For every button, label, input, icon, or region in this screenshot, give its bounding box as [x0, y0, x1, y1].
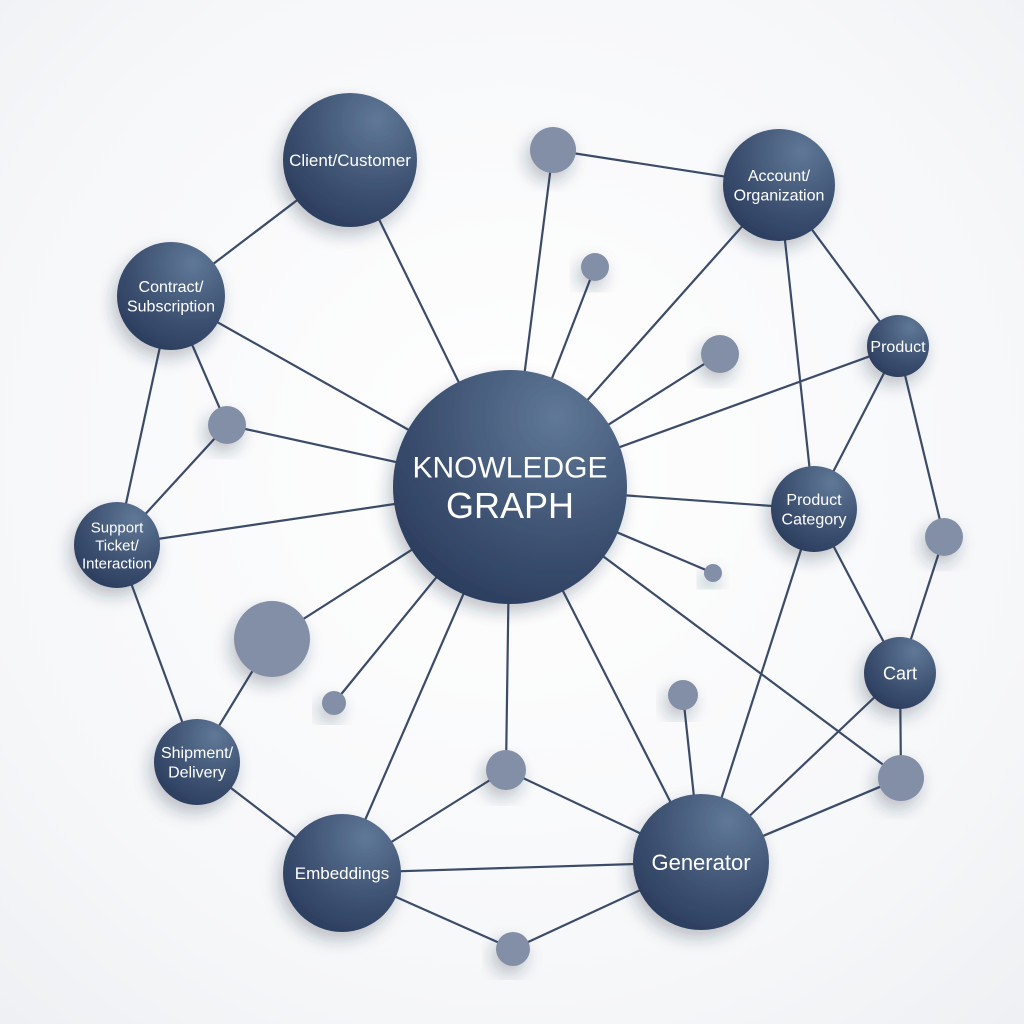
small-node-circle[interactable]	[322, 691, 346, 715]
node-label: Delivery	[168, 764, 226, 781]
node-circle[interactable]	[633, 794, 769, 930]
node-circle[interactable]	[154, 719, 240, 805]
small-node-circle[interactable]	[878, 755, 924, 801]
node-label: Organization	[734, 187, 825, 204]
node-product[interactable]: Product	[867, 315, 929, 377]
node-circle[interactable]	[117, 242, 225, 350]
node-label: Category	[782, 511, 847, 528]
node-contract[interactable]: Contract/Subscription	[117, 242, 225, 350]
small-node-circle[interactable]	[701, 335, 739, 373]
small-node-circle[interactable]	[530, 127, 576, 173]
node-s5[interactable]	[925, 518, 963, 556]
node-circle[interactable]	[867, 315, 929, 377]
node-label: Product	[870, 339, 926, 356]
node-s1[interactable]	[530, 127, 576, 173]
node-generator[interactable]: Generator	[633, 794, 769, 930]
node-s3[interactable]	[701, 335, 739, 373]
node-embeddings[interactable]: Embeddings	[283, 814, 401, 932]
node-s11[interactable]	[878, 755, 924, 801]
small-node-circle[interactable]	[496, 932, 530, 966]
node-label: Subscription	[127, 298, 215, 315]
node-label: Interaction	[82, 555, 152, 572]
node-label: Ticket/	[95, 537, 139, 554]
node-s10[interactable]	[486, 750, 526, 790]
node-circle[interactable]	[393, 370, 627, 604]
nodes-layer: KNOWLEDGEGRAPHClient/CustomerAccount/Org…	[74, 93, 963, 966]
node-client[interactable]: Client/Customer	[283, 93, 417, 227]
node-shipment[interactable]: Shipment/Delivery	[154, 719, 240, 805]
node-circle[interactable]	[723, 129, 835, 241]
small-node-circle[interactable]	[208, 406, 246, 444]
node-circle[interactable]	[74, 502, 160, 588]
node-label: Cart	[883, 663, 917, 683]
node-s7[interactable]	[234, 601, 310, 677]
small-node-circle[interactable]	[581, 253, 609, 281]
node-cart[interactable]: Cart	[864, 637, 936, 709]
node-account[interactable]: Account/Organization	[723, 129, 835, 241]
small-node-circle[interactable]	[668, 680, 698, 710]
node-circle[interactable]	[283, 93, 417, 227]
node-label: Client/Customer	[289, 151, 411, 170]
edge-product-s5	[896, 345, 946, 538]
node-s9[interactable]	[668, 680, 698, 710]
node-s4[interactable]	[208, 406, 246, 444]
node-s2[interactable]	[581, 253, 609, 281]
node-label: Product	[786, 492, 842, 509]
node-s8[interactable]	[322, 691, 346, 715]
node-label: Contract/	[139, 279, 204, 296]
node-s6[interactable]	[704, 564, 722, 582]
node-circle[interactable]	[283, 814, 401, 932]
node-label: Account/	[748, 168, 811, 185]
node-label: Shipment/	[161, 745, 234, 762]
node-label: Embeddings	[295, 864, 390, 883]
small-node-circle[interactable]	[704, 564, 722, 582]
node-s12[interactable]	[496, 932, 530, 966]
node-label: GRAPH	[446, 485, 574, 526]
node-circle[interactable]	[771, 466, 857, 552]
node-label: Generator	[651, 850, 750, 875]
node-circle[interactable]	[864, 637, 936, 709]
node-label: Support	[91, 519, 144, 536]
small-node-circle[interactable]	[486, 750, 526, 790]
node-label: KNOWLEDGE	[412, 452, 607, 485]
small-node-circle[interactable]	[925, 518, 963, 556]
small-node-circle[interactable]	[234, 601, 310, 677]
